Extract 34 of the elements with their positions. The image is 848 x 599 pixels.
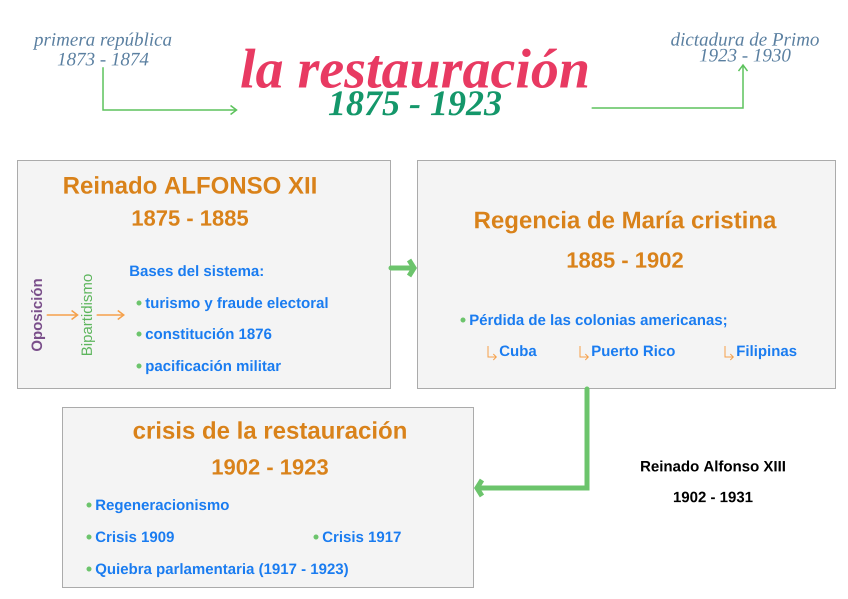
rotated-label: Oposición — [30, 279, 46, 352]
bullet-item: turismo y fraude electoral — [145, 297, 328, 312]
arrow — [46, 310, 79, 320]
bullet-item: Crisis 1917 — [322, 531, 401, 542]
arrow — [388, 258, 417, 278]
year-range: 1885 - 1902 — [568, 252, 683, 268]
list-item: Filipinas — [737, 345, 796, 360]
bullet-item: Pérdida de las colonias americanas; — [470, 314, 726, 328]
era-label: dictadura de Primo 1923 - 1930 — [671, 32, 819, 62]
list-heading: Bases del sistema: — [130, 265, 263, 276]
arrow — [474, 386, 590, 498]
bullet-item: constitución 1876 — [146, 328, 272, 340]
arrow — [96, 310, 125, 320]
bullet-item: Quiebra parlamentaria (1917 - 1923) — [96, 563, 348, 578]
reign-label: Reinado Alfonso XIII — [641, 460, 785, 472]
box-heading: Regencia de María cristina — [475, 210, 777, 234]
list-item: Cuba — [500, 345, 537, 356]
year-range: 1875 - 1885 — [132, 210, 248, 226]
bullet-item: pacificación militar — [146, 360, 281, 374]
box-heading: Reinado ALFONSO XII — [64, 176, 316, 194]
bullet-item: Regeneracionismo — [96, 499, 229, 514]
rotated-label: Bipartidismo — [81, 274, 95, 356]
panel-box — [17, 160, 391, 389]
era-label: primera república 1873 - 1874 — [32, 32, 172, 66]
panel-box — [417, 160, 836, 389]
reign-label: 1902 - 1931 — [674, 492, 753, 502]
list-item: Puerto Rico — [592, 345, 675, 356]
main-title: la restauración 1875 - 1923 — [241, 48, 588, 116]
year-range: 1902 - 1923 — [212, 459, 328, 475]
panel-box — [62, 407, 474, 588]
arrow — [102, 66, 238, 116]
box-heading: crisis de la restauración — [134, 421, 406, 439]
bullet-item: Crisis 1909 — [96, 531, 174, 542]
arrow — [591, 64, 748, 109]
